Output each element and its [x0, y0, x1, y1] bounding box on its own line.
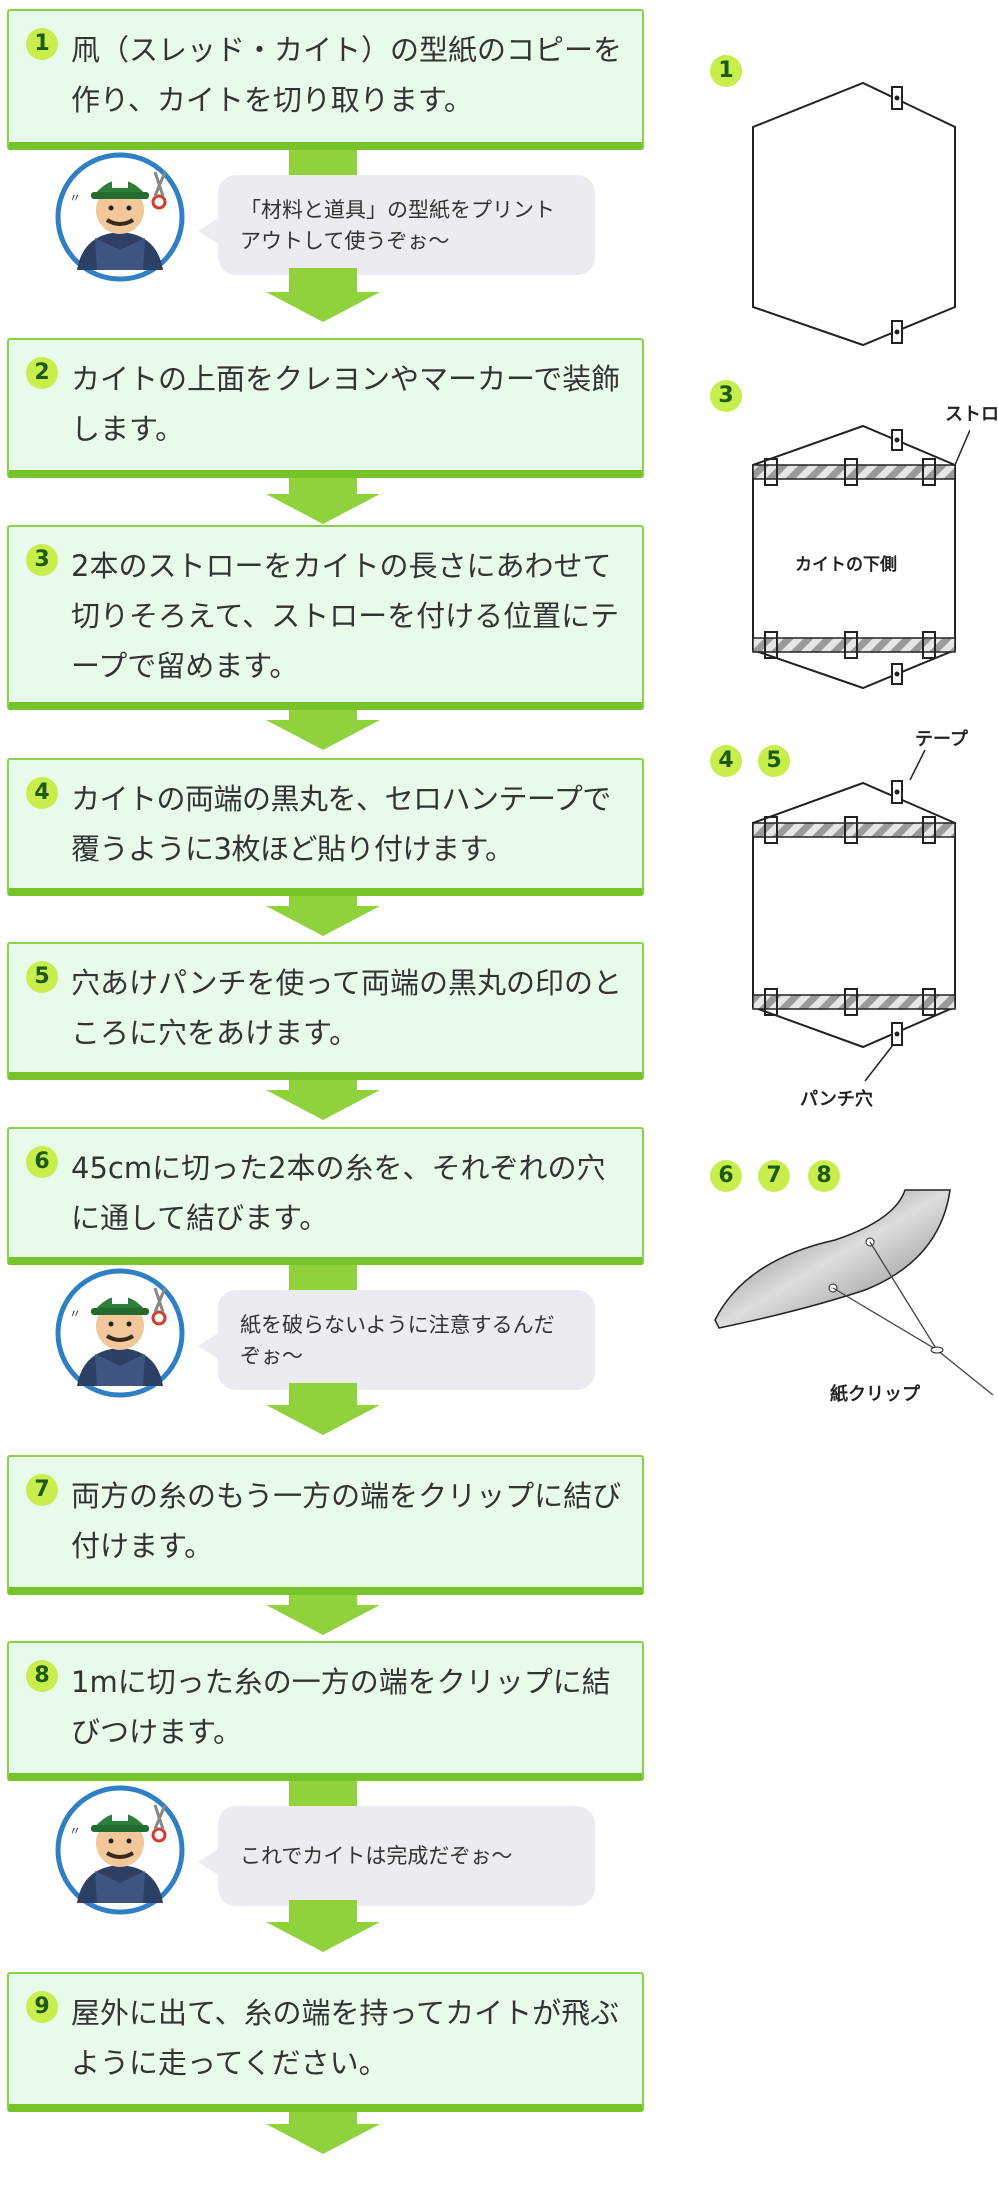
step-text: カイトの両端の黒丸を、セロハンテープで覆うように3枚ほど貼り付けます。: [71, 782, 611, 866]
step-card: 1 凧（スレッド・カイト）の型紙のコピーを作り、カイトを切り取ります。: [7, 9, 644, 150]
farmer-avatar-icon: [55, 1268, 185, 1398]
tip-bubble: 紙を破らないように注意するんだぞぉ〜: [198, 1290, 595, 1390]
flow-arrow-stem: [289, 1595, 357, 1607]
step-number-badge: 9: [26, 1991, 58, 2023]
diagram-number-badge: 4: [710, 745, 742, 777]
tip-bubble: 「材料と道具」の型紙をプリントアウトして使うぞぉ〜: [198, 175, 595, 275]
step-text: 1mに切った糸の一方の端をクリップに結びつけます。: [71, 1665, 611, 1749]
finished-kite-diagram: [714, 1189, 994, 1396]
flow-arrow-stem: [289, 150, 357, 176]
flow-arrow-stem: [289, 1781, 357, 1807]
flow-arrow-stem: [289, 710, 357, 722]
step-text: 45cmに切った2本の糸を、それぞれの穴に通して結びます。: [71, 1151, 606, 1235]
step-text: 2本のストローをカイトの長さにあわせて切りそろえて、ストローを付ける位置にテープ…: [71, 549, 620, 683]
step-card: 3 2本のストローをカイトの長さにあわせて切りそろえて、ストローを付ける位置にテ…: [7, 525, 644, 710]
step-card: 8 1mに切った糸の一方の端をクリップに結びつけます。: [7, 1641, 644, 1781]
step-card: 6 45cmに切った2本の糸を、それぞれの穴に通して結びます。: [7, 1127, 644, 1265]
flow-arrow-head: [266, 906, 380, 936]
step-number-badge: 8: [26, 1660, 58, 1692]
punch-hole-label: パンチ穴: [800, 1089, 873, 1110]
flow-arrow-head: [266, 2124, 380, 2154]
step-card: 9 屋外に出て、糸の端を持ってカイトが飛ぶように走ってください。: [7, 1972, 644, 2112]
step-text: カイトの上面をクレヨンやマーカーで装飾します。: [71, 362, 621, 446]
step-card: 5 穴あけパンチを使って両端の黒丸の印のところに穴をあけます。: [7, 942, 644, 1080]
flow-arrow-head: [266, 720, 380, 750]
step-text: 両方の糸のもう一方の端をクリップに結び付けます。: [71, 1479, 622, 1563]
flow-arrow-stem: [289, 896, 357, 908]
paper-clip-label: 紙クリップ: [830, 1384, 920, 1405]
flow-arrow-stem: [289, 1900, 357, 1924]
diagram-number-badge: 6: [710, 1160, 742, 1192]
diagram-number-badge: 5: [758, 745, 790, 777]
step-text: 穴あけパンチを使って両端の黒丸の印のところに穴をあけます。: [71, 966, 623, 1050]
kite-straws-diagram: [752, 424, 970, 690]
flow-arrow-stem: [289, 268, 357, 292]
step-number-badge: 4: [26, 777, 58, 809]
flow-arrow-head: [266, 1922, 380, 1952]
step-number-badge: 2: [26, 357, 58, 389]
tip-bubble: これでカイトは完成だぞぉ〜: [198, 1806, 595, 1906]
diagram-number-badge: 3: [710, 380, 742, 412]
step-number-badge: 5: [26, 961, 58, 993]
flow-arrow-stem: [289, 1265, 357, 1291]
kite-tape-punch-diagram: [752, 749, 956, 1082]
straw-label: ストロ: [945, 404, 998, 425]
flow-arrow-head: [266, 1605, 380, 1635]
flow-arrow-stem: [289, 1080, 357, 1092]
step-card: 2 カイトの上面をクレヨンやマーカーで装飾します。: [7, 338, 644, 478]
tape-label: テープ: [915, 729, 968, 750]
step-card: 4 カイトの両端の黒丸を、セロハンテープで覆うように3枚ほど貼り付けます。: [7, 758, 644, 896]
flow-arrow-head: [266, 1090, 380, 1120]
farmer-avatar-icon: [55, 152, 185, 282]
diagram-number-badge: 7: [758, 1160, 790, 1192]
kite-template-diagram: [752, 81, 956, 347]
step-number-badge: 1: [26, 28, 58, 60]
step-number-badge: 6: [26, 1146, 58, 1178]
kite-underside-label: カイトの下側: [795, 555, 897, 575]
step-number-badge: 7: [26, 1474, 58, 1506]
step-text: 屋外に出て、糸の端を持ってカイトが飛ぶように走ってください。: [71, 1996, 620, 2080]
diagram-number-badge: 1: [710, 55, 742, 87]
farmer-avatar-icon: [55, 1785, 185, 1915]
diagram-number-badge: 8: [808, 1160, 840, 1192]
flow-arrow-head: [266, 1405, 380, 1435]
step-number-badge: 3: [26, 544, 58, 576]
step-card: 7 両方の糸のもう一方の端をクリップに結び付けます。: [7, 1455, 644, 1595]
flow-arrow-stem: [289, 2112, 357, 2126]
flow-arrow-head: [266, 494, 380, 524]
flow-arrow-stem: [289, 478, 357, 496]
step-text: 凧（スレッド・カイト）の型紙のコピーを作り、カイトを切り取ります。: [71, 33, 623, 117]
flow-arrow-head: [266, 292, 380, 322]
flow-arrow-stem: [289, 1383, 357, 1407]
